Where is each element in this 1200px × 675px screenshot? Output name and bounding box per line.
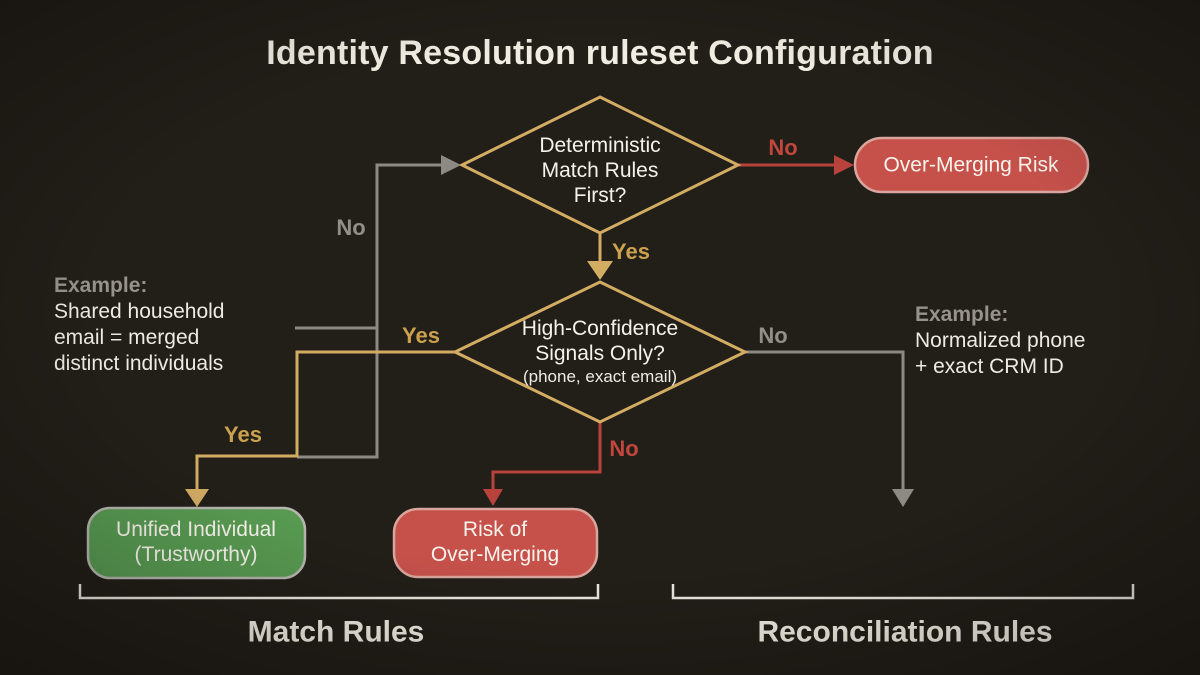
arrowhead-right-icon [441, 155, 461, 175]
example-left-line2: email = merged [54, 326, 200, 349]
edge-label-d2-no-down: No [609, 436, 639, 462]
decision2-line2: Signals Only? [535, 341, 665, 365]
arrowhead-down-icon [587, 261, 613, 280]
decision2-diamond [451, 280, 749, 424]
edge-label-d2-yes-far: Yes [224, 422, 262, 448]
example-left-line1: Shared household [54, 300, 225, 323]
arrowhead-right-icon [834, 155, 854, 175]
edge-d2-no-down-line [491, 422, 602, 490]
decision2-label: High-Confidence Signals Only? (phone, ex… [522, 317, 678, 387]
edge-d1-no [738, 155, 854, 175]
risk-of-over-merging-pill [392, 507, 599, 579]
edge-label-loop-no: No [336, 215, 366, 241]
decision1-label: Deterministic Match Rules First? [539, 134, 660, 208]
edge-loop-no [295, 155, 461, 459]
edge-d2-no-right [745, 350, 914, 507]
decision1-line3: First? [573, 183, 627, 207]
decision1-line1: Deterministic [539, 133, 661, 157]
example-left: Example: Shared household email = merged… [54, 273, 224, 377]
example-left-line3: distinct individuals [54, 352, 224, 375]
edge-d2-no-down [483, 422, 602, 506]
edge-d1-yes [587, 233, 613, 280]
edge-d2-yes [185, 350, 455, 507]
decision2-subtext: (phone, exact email) [522, 366, 678, 386]
decision2-line1: High-Confidence [521, 317, 679, 341]
example-right-line2: + exact CRM ID [915, 355, 1064, 378]
edge-label-d1-yes: Yes [612, 239, 650, 265]
edge-loop-no-line [297, 163, 441, 459]
arrowhead-down-icon [185, 489, 209, 507]
arrowhead-down-icon [892, 489, 914, 507]
over-merging-risk-label: Over-Merging Risk [883, 153, 1059, 177]
risk-of-over-merging-line2: Over-Merging [430, 543, 560, 566]
section-label-reconciliation-rules: Reconciliation Rules [757, 615, 1053, 649]
example-right: Example: Normalized phone + exact CRM ID [915, 302, 1085, 380]
unified-individual-line1: Unified Individual [116, 518, 276, 542]
risk-of-over-merging-line1: Risk of [462, 518, 528, 542]
edge-d2-no-right-line [745, 350, 905, 490]
example-left-heading: Example: [54, 274, 148, 297]
edge-label-d2-no-right: No [758, 323, 788, 349]
section-label-match-rules: Match Rules [247, 615, 425, 649]
example-right-line1: Normalized phone [915, 329, 1086, 352]
example-right-heading: Example: [915, 303, 1009, 326]
edge-label-d2-yes-near: Yes [402, 323, 440, 349]
risk-of-over-merging-label: Risk of Over-Merging [431, 518, 559, 568]
decision1-diamond [458, 95, 742, 235]
reconciliation-rules-bracket [671, 584, 1135, 600]
edge-d2-yes-line [195, 350, 455, 490]
unified-individual-line2: (Trustworthy) [134, 543, 258, 566]
unified-individual-label: Unified Individual (Trustworthy) [116, 518, 276, 568]
arrowhead-down-icon [483, 489, 503, 506]
decision1-line2: Match Rules [541, 158, 659, 182]
edge-label-d1-no: No [768, 135, 798, 161]
match-rules-bracket [78, 584, 600, 600]
unified-individual-pill [86, 506, 307, 580]
page-title: Identity Resolution ruleset Configuratio… [266, 33, 934, 72]
over-merging-risk-pill [853, 136, 1090, 194]
